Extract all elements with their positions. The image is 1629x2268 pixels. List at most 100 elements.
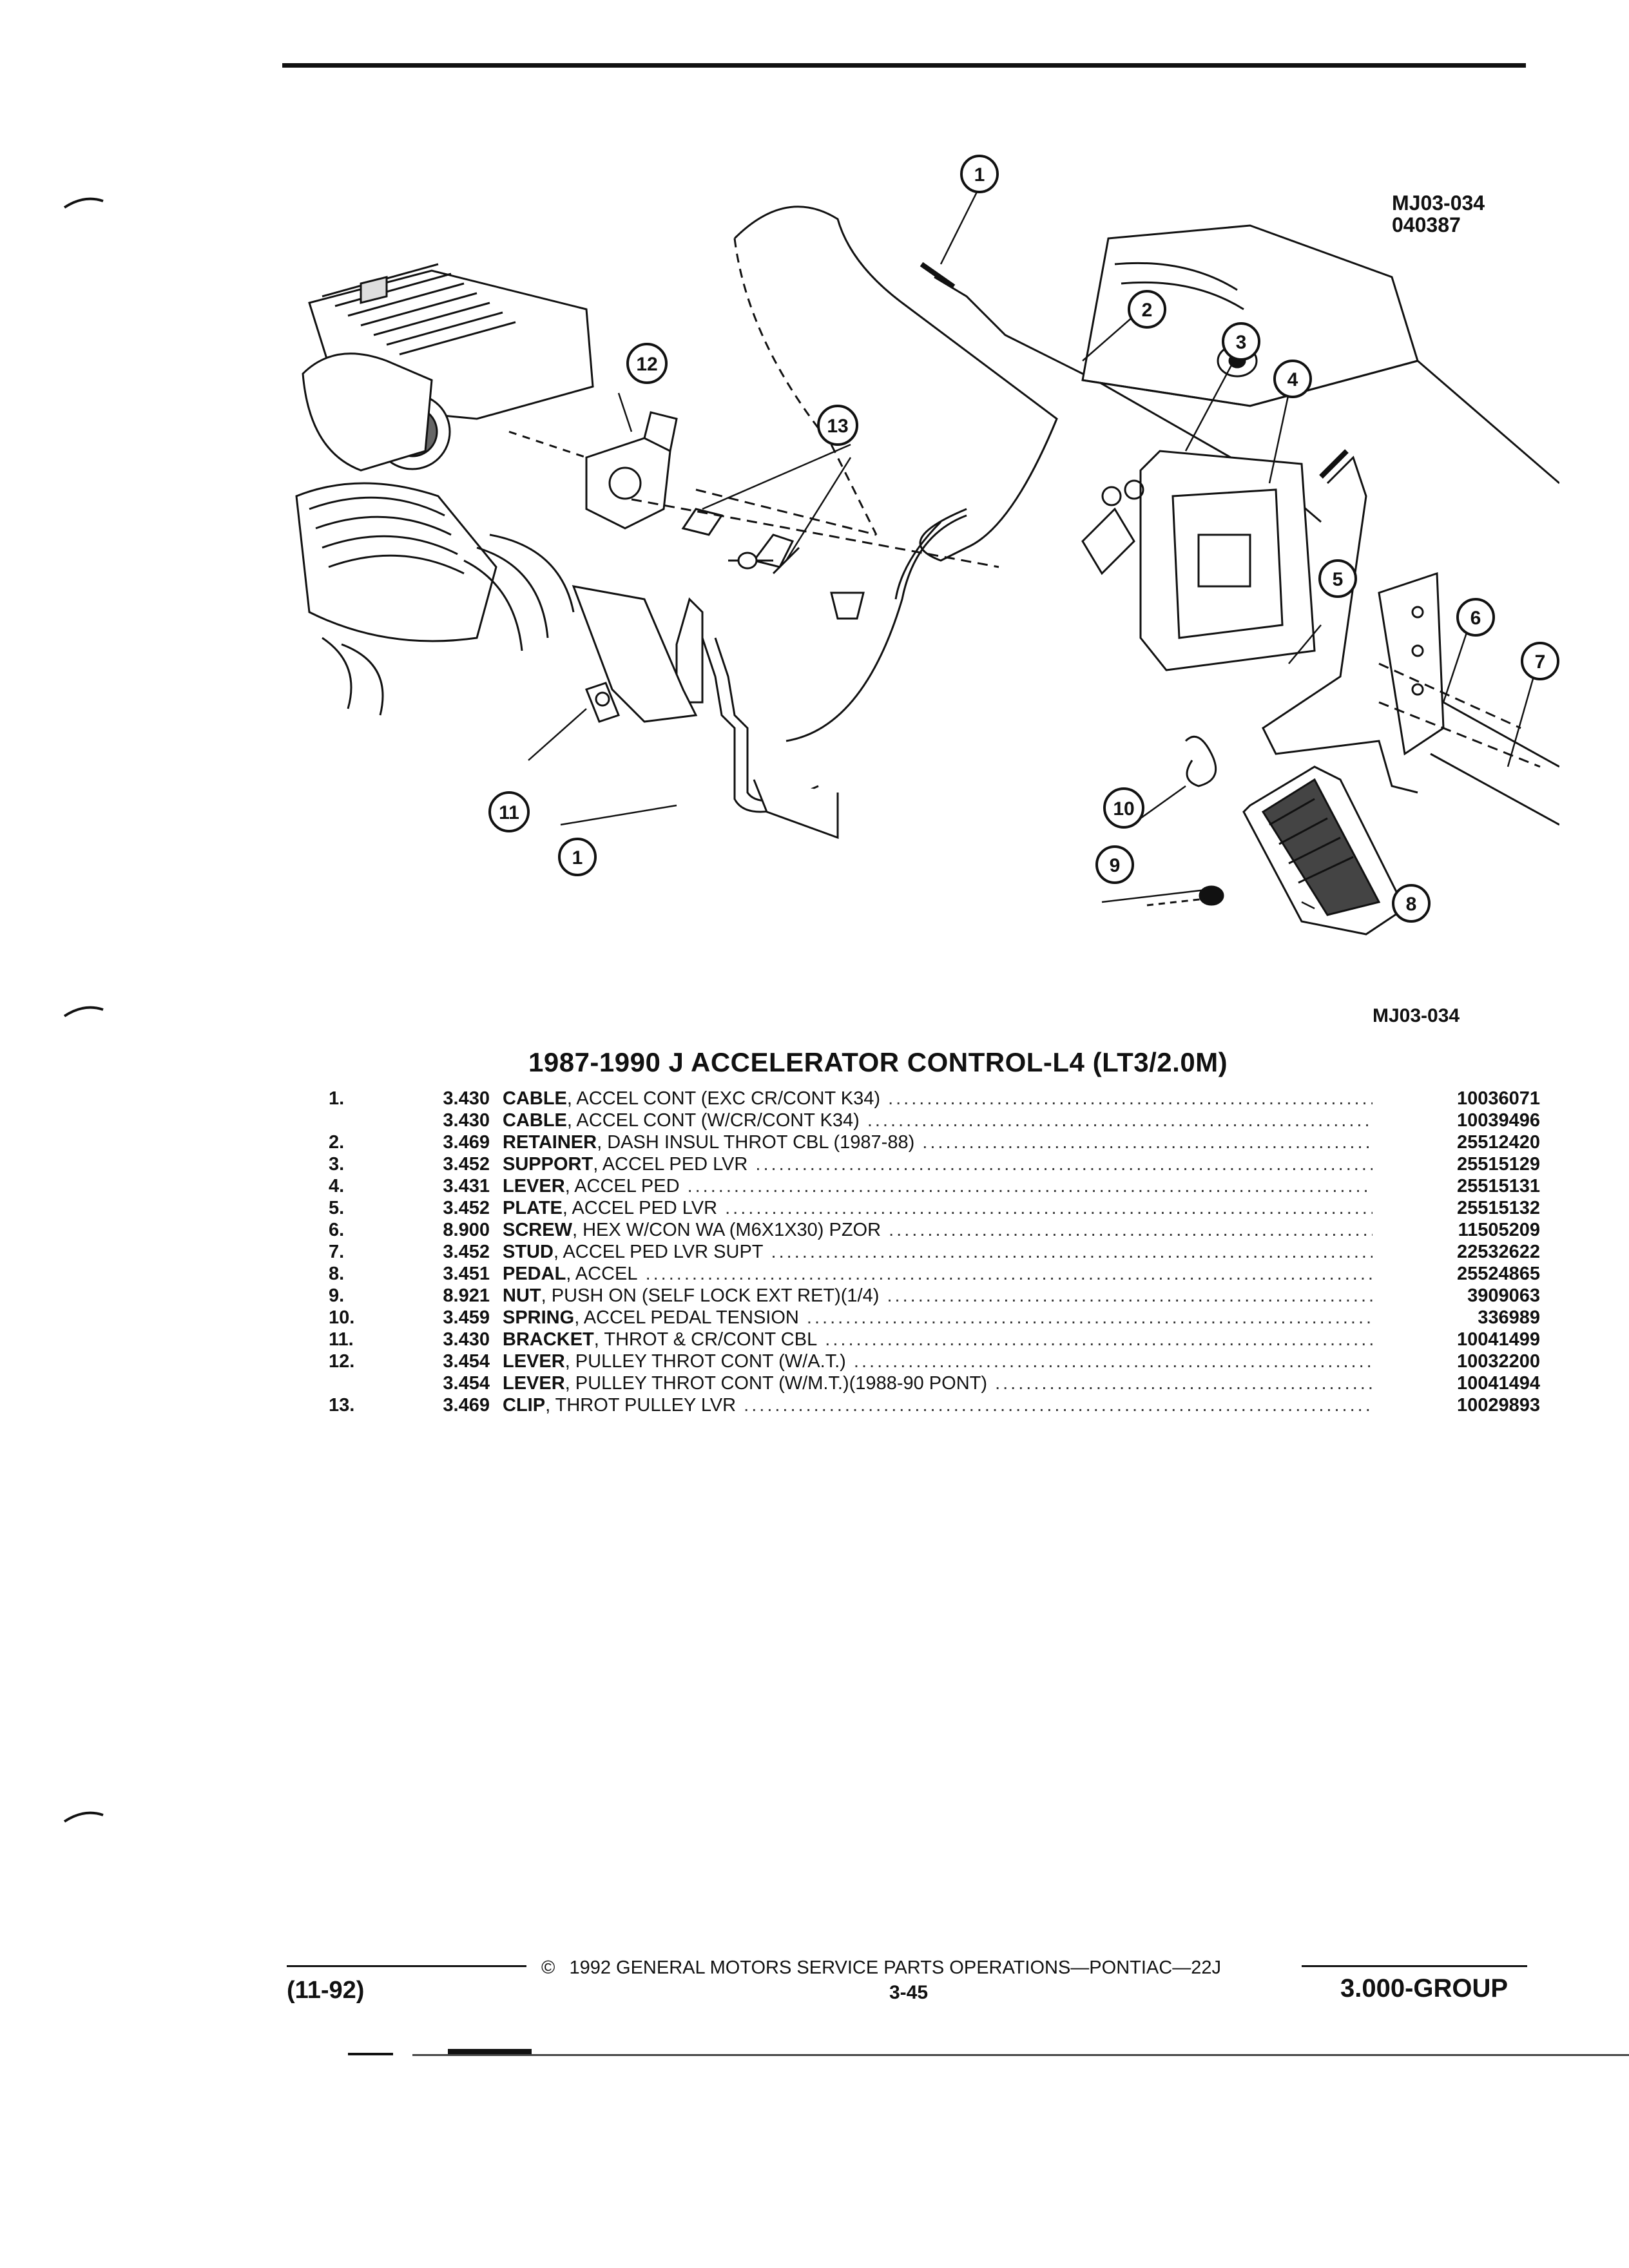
part-description: RETAINER, DASH INSUL THROT CBL (1987-88)…	[503, 1131, 1405, 1153]
part-description: SPRING, ACCEL PEDAL TENSION ............…	[503, 1307, 1405, 1329]
part-row: 3.454 LEVER, PULLEY THROT CONT (W/M.T.)(1…	[303, 1372, 1540, 1394]
dot-leader: ........................................…	[806, 1307, 1405, 1328]
part-detail: , THROT PULLEY LVR	[545, 1395, 737, 1416]
part-item-number: 7.	[329, 1242, 345, 1262]
svg-text:12: 12	[636, 354, 657, 375]
part-detail: , ACCEL PED	[564, 1176, 680, 1196]
margin-mark	[63, 1006, 104, 1017]
part-group-number: 3.459	[443, 1307, 490, 1328]
throttle-bracket	[572, 585, 698, 723]
dot-leader: ........................................…	[687, 1176, 1405, 1196]
part-group-number: 8.921	[443, 1285, 490, 1306]
dot-leader: ........................................…	[645, 1264, 1405, 1284]
figure-date-code: 040387	[1392, 213, 1461, 236]
part-detail: , DASH INSUL THROT CBL (1987-88)	[597, 1132, 915, 1153]
part-description: CABLE, ACCEL CONT (W/CR/CONT K34) ......…	[503, 1110, 1405, 1131]
callout-8: 8	[1392, 884, 1431, 923]
part-detail: , PULLEY THROT CONT (W/M.T.)(1988-90 PON…	[564, 1373, 988, 1394]
part-number: 10039496	[1373, 1110, 1540, 1131]
part-item-number: 12.	[329, 1351, 355, 1372]
svg-text:3: 3	[1236, 332, 1247, 353]
part-name: LEVER	[503, 1373, 565, 1394]
part-number: 10036071	[1373, 1088, 1540, 1110]
footer-copyright: © 1992 GENERAL MOTORS SERVICE PARTS OPER…	[541, 1957, 1302, 1979]
engine-illustration	[295, 263, 594, 716]
part-description: PEDAL, ACCEL ...........................…	[503, 1263, 1405, 1285]
part-name: LEVER	[503, 1176, 565, 1196]
figure-code-bottom: MJ03-034	[1373, 1005, 1460, 1026]
margin-mark	[63, 1811, 104, 1823]
dot-leader: ........................................…	[825, 1329, 1405, 1350]
part-name: SPRING	[503, 1307, 575, 1328]
part-number: 11505209	[1373, 1219, 1540, 1241]
part-item-number: 8.	[329, 1264, 345, 1284]
part-group-number: 3.452	[443, 1242, 490, 1262]
dot-leader: ........................................…	[744, 1395, 1405, 1416]
part-detail: , ACCEL CONT (EXC CR/CONT K34)	[566, 1088, 881, 1109]
callout-2: 2	[1128, 290, 1166, 329]
part-name: CABLE	[503, 1088, 567, 1109]
footer-date: (11-92)	[287, 1977, 365, 2004]
part-number: 336989	[1373, 1307, 1540, 1329]
part-name: CABLE	[503, 1110, 567, 1131]
part-description: LEVER, PULLEY THROT CONT (W/M.T.)(1988-9…	[503, 1372, 1405, 1394]
part-detail: , ACCEL	[566, 1264, 638, 1284]
part-description: BRACKET, THROT & CR/CONT CBL ...........…	[503, 1329, 1405, 1350]
accelerator-lever-assembly	[1262, 449, 1559, 826]
part-detail: , PULLEY THROT CONT (W/A.T.)	[564, 1351, 846, 1372]
part-description: LEVER, ACCEL PED .......................…	[503, 1175, 1405, 1197]
dot-leader: ........................................…	[755, 1154, 1405, 1175]
page-number: 3-45	[889, 1982, 929, 2003]
dot-leader: ........................................…	[888, 1088, 1405, 1109]
footer-rule-left	[287, 1965, 526, 1967]
svg-text:8: 8	[1406, 894, 1417, 915]
group-label: 3.000-GROUP	[1340, 1974, 1509, 2003]
callout-6: 6	[1456, 598, 1495, 637]
part-group-number: 3.454	[443, 1373, 490, 1394]
accelerator-control-diagram: 1 2 3 4 5 6 7 8 9 10 11 12 13 1	[295, 155, 1559, 936]
svg-text:1: 1	[572, 847, 583, 869]
part-number: 25515132	[1373, 1197, 1540, 1219]
part-detail: , ACCEL PED LVR SUPT	[553, 1242, 764, 1262]
bottom-scan-dash	[448, 2049, 532, 2054]
part-group-number: 3.430	[443, 1110, 490, 1131]
footer-rule-right	[1302, 1965, 1527, 1967]
part-name: STUD	[503, 1242, 554, 1262]
section-heading: 1987-1990 J ACCELERATOR CONTROL-L4 (LT3/…	[528, 1047, 1228, 1077]
part-number: 25512420	[1373, 1131, 1540, 1153]
callout-10: 10	[1103, 787, 1144, 829]
callout-7: 7	[1521, 642, 1559, 680]
dot-leader: ........................................…	[887, 1285, 1405, 1306]
part-description: CABLE, ACCEL CONT (EXC CR/CONT K34) ....…	[503, 1088, 1405, 1110]
callout-11: 11	[488, 791, 530, 832]
figure-code-id: MJ03-034	[1392, 191, 1485, 215]
part-item-number: 6.	[329, 1220, 345, 1240]
part-detail: , HEX W/CON WA (M6X1X30) PZOR	[572, 1220, 882, 1240]
part-group-number: 3.452	[443, 1198, 490, 1218]
part-group-number: 3.454	[443, 1351, 490, 1372]
svg-text:9: 9	[1110, 855, 1121, 876]
part-name: PLATE	[503, 1198, 563, 1218]
part-detail: , THROT & CR/CONT CBL	[593, 1329, 818, 1350]
svg-text:10: 10	[1113, 798, 1134, 820]
part-group-number: 3.431	[443, 1176, 490, 1196]
header-rule	[282, 63, 1526, 68]
callout-1-top: 1	[960, 155, 999, 193]
callout-5: 5	[1318, 559, 1357, 598]
part-number: 10032200	[1373, 1350, 1540, 1372]
part-detail: , ACCEL PEDAL TENSION	[574, 1307, 799, 1328]
part-name: PEDAL	[503, 1264, 566, 1284]
part-name: RETAINER	[503, 1132, 597, 1153]
dot-leader: ........................................…	[922, 1132, 1405, 1153]
figure-code: MJ03-034 040387	[1392, 192, 1485, 236]
part-detail: , ACCEL PED LVR	[562, 1198, 718, 1218]
callout-3: 3	[1222, 322, 1260, 361]
svg-text:5: 5	[1333, 569, 1344, 590]
part-detail: , ACCEL PED LVR	[593, 1154, 748, 1175]
